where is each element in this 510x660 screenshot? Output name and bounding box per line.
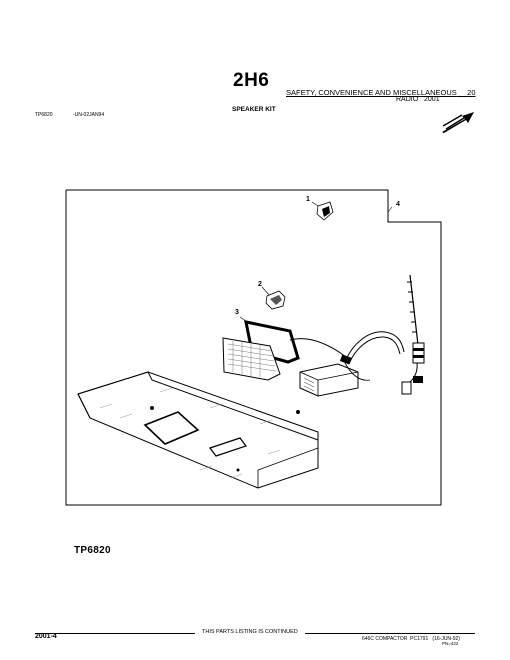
page-code: 2H6 <box>233 70 270 91</box>
page-number: 2001-4 <box>35 633 57 640</box>
callout-2: 2 <box>258 281 262 288</box>
callout-4: 4 <box>396 201 400 208</box>
speaker-cable <box>289 338 347 358</box>
section-title: SAFETY, CONVENIENCE AND MISCELLANEOUS 20 <box>286 88 476 97</box>
boundary-outline <box>65 189 442 506</box>
kit-heading: SPEAKER KIT <box>232 106 276 113</box>
section-number: 20 <box>467 88 476 97</box>
clip-part-1 <box>316 201 334 221</box>
speaker-part-3 <box>222 320 300 381</box>
callout-1: 1 <box>306 196 310 203</box>
figure-label: TP6820 <box>74 545 111 556</box>
footer-rule-right <box>305 633 475 634</box>
direction-arrow-icon <box>442 112 474 133</box>
catalog-code: PC1791 <box>410 636 429 642</box>
antenna <box>401 274 425 395</box>
subsection-number: 2001 <box>424 96 440 103</box>
continued-note: THIS PARTS LISTING IS CONTINUED <box>202 629 298 635</box>
illustration-date: -UN-02JAN94 <box>73 112 105 118</box>
section-name: SAFETY, CONVENIENCE AND MISCELLANEOUS <box>286 88 457 97</box>
catalog-name: 646C COMPACTOR <box>362 636 408 642</box>
mounting-panel <box>77 371 319 489</box>
subsection-name: RADIO <box>396 96 419 103</box>
catalog-date: (16-JUN-92) <box>432 636 460 642</box>
radio-unit <box>299 363 359 397</box>
subsection-title: RADIO 2001 <box>396 96 440 103</box>
footer-rule-left <box>35 633 195 634</box>
illustration-ref: TP6820 <box>35 112 53 118</box>
catalog-sub: PN=422 <box>442 641 459 646</box>
wiring-harness <box>339 331 405 381</box>
catalog-info: 646C COMPACTOR PC1791 (16-JUN-92) <box>362 636 460 642</box>
callout-3: 3 <box>235 309 239 316</box>
bracket-part-2 <box>265 290 286 310</box>
